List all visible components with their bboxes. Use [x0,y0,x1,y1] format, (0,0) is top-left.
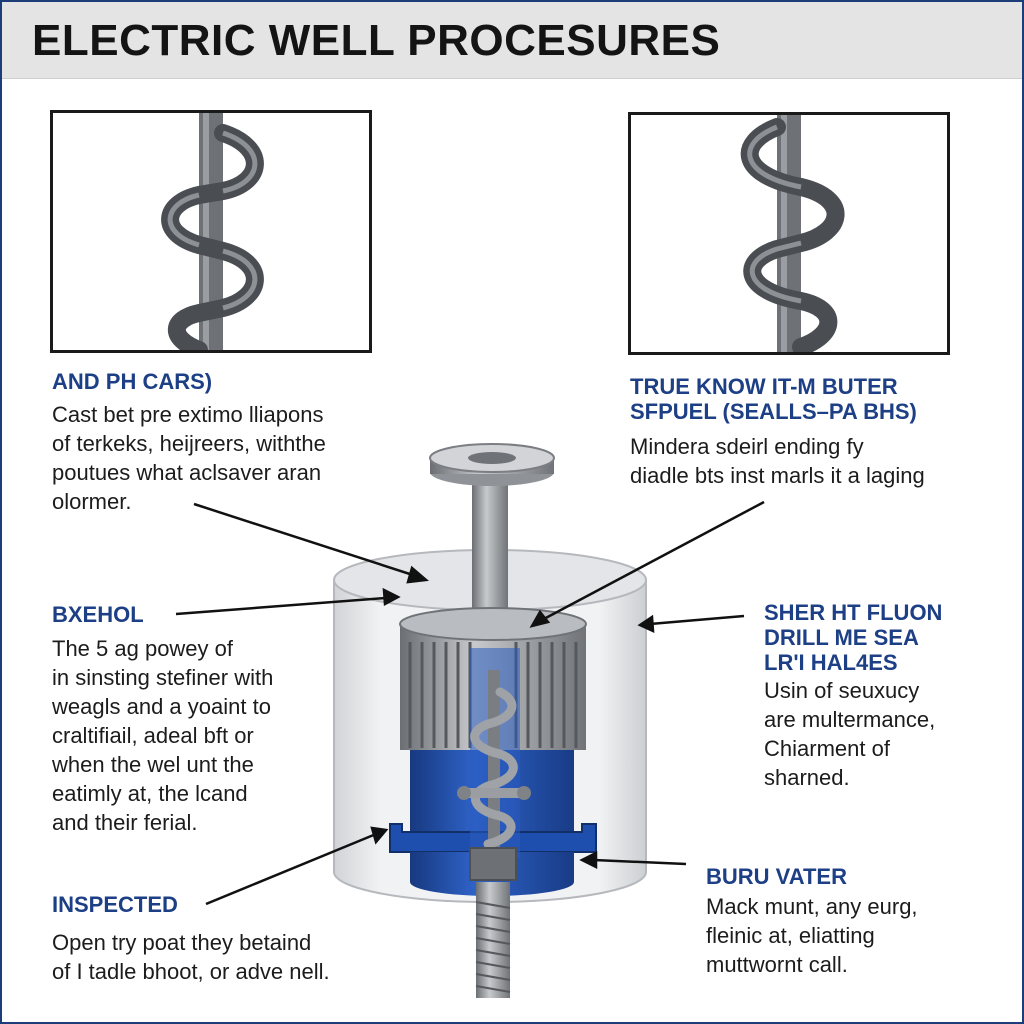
heading-bottom-right: BURU VATER [706,864,847,889]
heading-top-left: AND PH CARS) [52,369,213,394]
text-bottom-right: Mack munt, any eurg, fleinic at, eliatti… [706,894,918,977]
heading-bottom-left: INSPECTED [52,892,178,917]
text-mid-left: The 5 ag powey of in sinsting stefiner w… [52,636,274,835]
text-mid-right: Usin of seuxucy are multermance, Chiarme… [764,678,936,790]
auger-icon [161,113,264,350]
drive-shaft [429,443,555,622]
text-bottom-left: Open try poat they betaind of I tadle bh… [52,930,330,984]
auger-icon [740,115,845,352]
page-title: ELECTRIC WELL PROCESURES [32,16,721,65]
inner-auger [457,670,531,881]
auger-panel-left [50,110,372,353]
heading-mid-right: SHER HT FLUON DRILL ME SEA LR'I HAL4ES [764,600,943,675]
text-top-left: Cast bet pre extimo lliapons of terkeks,… [52,402,326,514]
auger-panel-right [628,112,950,355]
callout-arrows [175,500,765,906]
text-top-right: Mindera sdeirl ending fy diadle bts inst… [630,434,925,488]
threaded-rod [475,882,511,998]
title-bar: ELECTRIC WELL PROCESURES [2,2,1022,79]
heading-top-right: TRUE KNOW IT-M BUTER SFPUEL (SEALLS–PA B… [630,374,917,424]
heading-mid-left: BXEHOL [52,602,144,627]
